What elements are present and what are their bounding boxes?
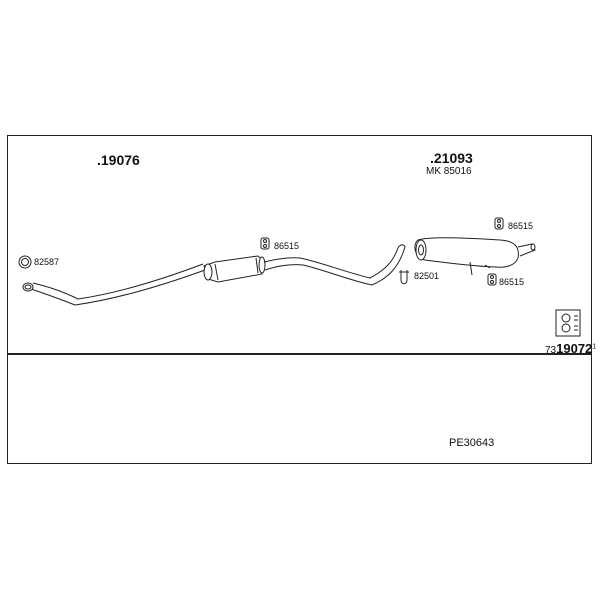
pipe-clamp-icon xyxy=(399,270,409,285)
front-pipe-drawing xyxy=(22,263,206,306)
section-divider xyxy=(7,353,592,355)
middle-pipe-drawing xyxy=(263,244,406,286)
rubber-hanger-icon xyxy=(494,217,504,230)
instruction-info-icon xyxy=(555,309,581,337)
article-prefix: 73 xyxy=(545,345,557,356)
mounting-kit-label: MK 85016 xyxy=(426,166,472,177)
front-pipe-label: .19076 xyxy=(97,152,140,168)
hanger-rear-top-label: 86515 xyxy=(508,221,534,231)
center-silencer-drawing xyxy=(203,255,266,283)
set-code: PE30643 xyxy=(449,437,495,449)
hanger-mid-label: 86515 xyxy=(274,241,300,251)
article-main-number: 19072 xyxy=(556,341,593,356)
rubber-hanger-icon xyxy=(260,237,270,250)
rear-silencer-drawing xyxy=(414,237,536,276)
ring-clamp-label: 82587 xyxy=(34,257,60,267)
gasket-ring-icon xyxy=(18,255,32,269)
clamp-label: 82501 xyxy=(414,271,440,281)
diagram-frame xyxy=(7,135,592,464)
hanger-rear-bottom-label: 86515 xyxy=(499,277,525,287)
rear-silencer-label: .21093 xyxy=(430,150,473,166)
article-number: 73190721 xyxy=(545,341,596,356)
article-suffix: 1 xyxy=(592,343,597,351)
rubber-hanger-icon xyxy=(487,273,497,286)
